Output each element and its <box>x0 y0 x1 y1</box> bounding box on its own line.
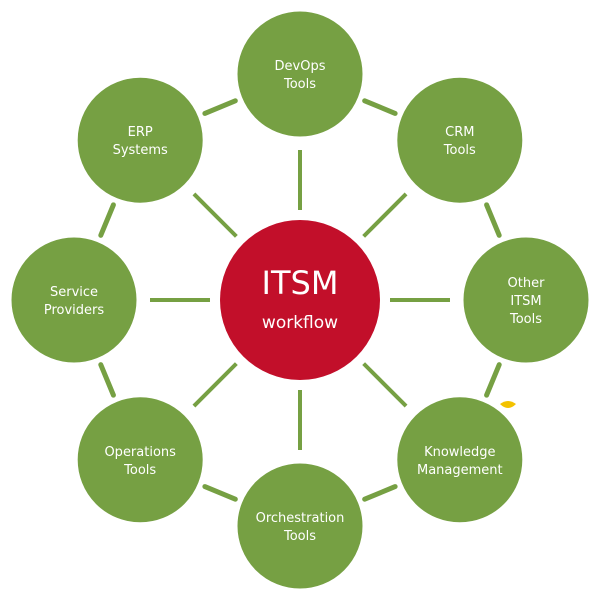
node-label-erp-systems-2: Systems <box>113 143 168 158</box>
node-circle-service-providers <box>8 234 140 366</box>
node-label-other-itsm-tools-1: Other <box>508 276 546 291</box>
spoke-erp-systems <box>192 192 238 238</box>
center-title: ITSM <box>262 264 339 302</box>
node-circle-orchestration-tools <box>234 460 366 592</box>
node-label-devops-tools-1: DevOps <box>275 59 326 74</box>
node-label-crm-tools-2: Tools <box>443 143 476 158</box>
node-label-service-providers-2: Providers <box>44 303 105 318</box>
yellow-accent-mark <box>500 401 516 408</box>
ring-connector-orchestration-tools <box>202 484 238 502</box>
node-circle-other-itsm-tools <box>460 234 592 366</box>
ring-connector-erp-systems <box>202 98 238 116</box>
node-crm-tools: CRM Tools <box>394 74 526 206</box>
node-label-crm-tools-1: CRM <box>445 125 474 140</box>
node-label-erp-systems-1: ERP <box>128 125 153 140</box>
ring-connector-devops-tools <box>362 98 398 116</box>
spoke-connectors <box>150 150 450 450</box>
ring-connector-other-itsm-tools <box>484 362 502 398</box>
ring-connector-operations-tools <box>98 362 116 398</box>
node-label-orchestration-tools-2: Tools <box>283 529 316 544</box>
node-erp-systems: ERP Systems <box>74 74 206 206</box>
node-circle-crm-tools <box>394 74 526 206</box>
ring-connector-crm-tools <box>484 202 502 238</box>
node-circle-knowledge-management <box>394 394 526 526</box>
tool-nodes: DevOpsToolsCRMToolsOtherITSMToolsKnowled… <box>8 8 592 592</box>
node-label-devops-tools-2: Tools <box>283 77 316 92</box>
center-subtitle: workflow <box>262 313 338 333</box>
node-label-knowledge-management-2: Management <box>417 463 503 478</box>
node-circle-erp-systems <box>74 74 206 206</box>
node-label-knowledge-management-1: Knowledge <box>424 445 495 460</box>
ring-connector-service-providers <box>98 202 116 238</box>
node-label-service-providers-1: Service <box>50 285 98 300</box>
ring-connector-knowledge-management <box>362 484 398 502</box>
node-circle-operations-tools <box>74 394 206 526</box>
spoke-knowledge-management <box>362 362 408 408</box>
node-label-operations-tools-2: Tools <box>123 463 156 478</box>
center-node: ITSM workflow <box>220 220 380 380</box>
spoke-crm-tools <box>362 192 408 238</box>
node-circle-devops-tools <box>234 8 366 140</box>
node-label-other-itsm-tools-2: ITSM <box>510 294 541 309</box>
node-label-orchestration-tools-1: Orchestration <box>256 511 345 526</box>
center-circle <box>220 220 380 380</box>
spoke-operations-tools <box>192 362 238 408</box>
node-label-operations-tools-1: Operations <box>104 445 176 460</box>
outer-ring-connectors <box>98 98 502 502</box>
node-label-other-itsm-tools-3: Tools <box>509 312 542 327</box>
